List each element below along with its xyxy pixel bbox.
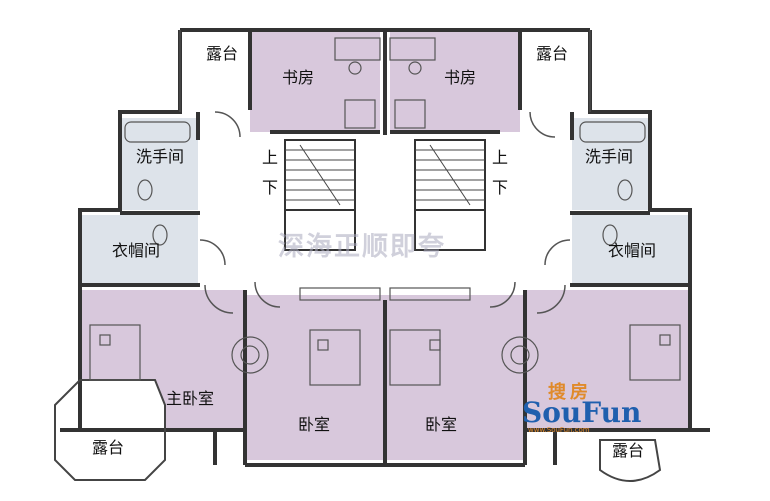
label-down-left: 下 bbox=[262, 178, 278, 197]
bath-left-fill bbox=[122, 118, 198, 210]
logo-url: www.SouFun.com bbox=[528, 426, 590, 434]
label-bath-right: 洗手间 bbox=[585, 147, 633, 166]
label-terrace-br: 露台 bbox=[612, 441, 644, 460]
label-study-left: 书房 bbox=[282, 68, 314, 87]
logo-chinese: 搜房 bbox=[548, 382, 592, 403]
furniture bbox=[89, 37, 681, 386]
label-down-right: 下 bbox=[492, 178, 508, 197]
bath-right-fill bbox=[572, 118, 648, 210]
logo-english: SouFun bbox=[522, 396, 642, 429]
label-terrace-tr: 露台 bbox=[536, 44, 568, 63]
closet-left-fill bbox=[80, 215, 198, 285]
bedroom-right-fill bbox=[385, 295, 525, 460]
label-terrace-tl: 露台 bbox=[206, 44, 238, 63]
label-up-left: 上 bbox=[262, 148, 278, 167]
label-closet-right: 衣帽间 bbox=[608, 241, 656, 260]
label-bath-left: 洗手间 bbox=[136, 147, 184, 166]
label-terrace-bl: 露台 bbox=[92, 438, 124, 457]
watermark-text: 深海正顺即夸 bbox=[278, 232, 447, 262]
bedroom-left-fill bbox=[245, 295, 385, 460]
bedroom-far-right-fill bbox=[525, 290, 690, 430]
soufun-logo: 搜房 SouFun www.SouFun.com bbox=[522, 378, 642, 436]
door-swings bbox=[199, 111, 571, 314]
stair-treads bbox=[285, 144, 485, 206]
label-up-right: 上 bbox=[492, 148, 508, 167]
room-fills bbox=[55, 30, 690, 480]
label-bedroom-right: 卧室 bbox=[425, 415, 457, 434]
walls bbox=[60, 28, 710, 467]
label-closet-left: 衣帽间 bbox=[112, 241, 160, 260]
study-right-fill bbox=[390, 30, 520, 132]
study-left-fill bbox=[250, 30, 380, 132]
label-study-right: 书房 bbox=[444, 68, 476, 87]
label-master-bedroom: 主卧室 bbox=[166, 389, 214, 408]
label-bedroom-left: 卧室 bbox=[298, 415, 330, 434]
closet-right-fill bbox=[572, 215, 690, 285]
